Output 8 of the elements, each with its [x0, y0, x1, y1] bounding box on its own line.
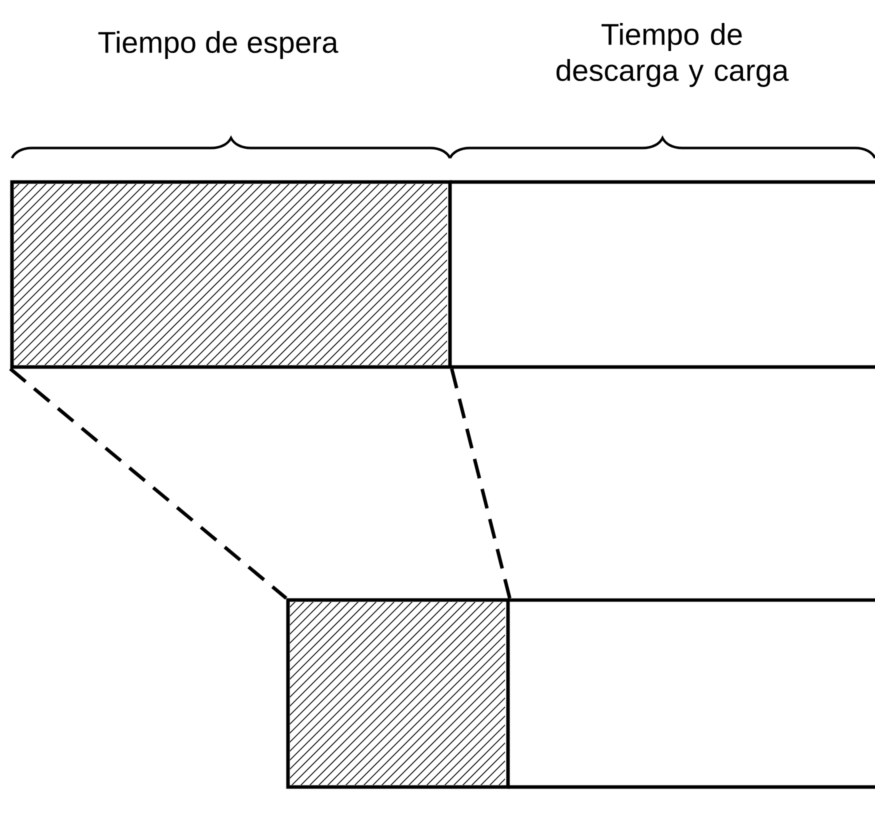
dashed-line — [450, 368, 512, 599]
hatched-bar — [10, 180, 452, 369]
brace-label: Tiempo de espera — [98, 31, 338, 59]
open-bar — [448, 180, 875, 369]
hatched-bar — [286, 598, 510, 789]
brace-label: Tiempo de descarga y carga — [556, 23, 789, 87]
dashed-line — [9, 367, 288, 600]
open-bar — [506, 598, 875, 789]
